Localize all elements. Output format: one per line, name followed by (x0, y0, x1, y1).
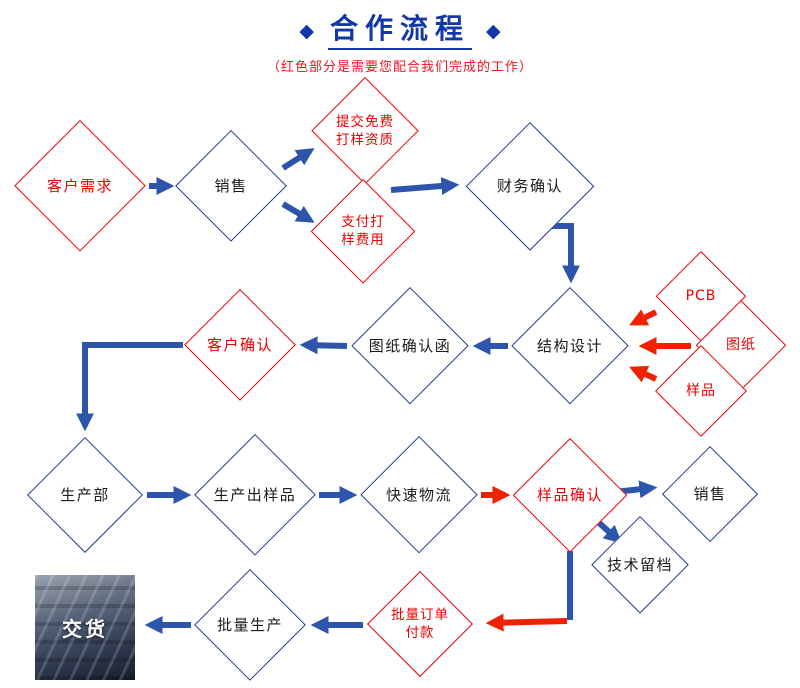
node-label: 销售 (214, 176, 248, 195)
node-label: 快速物流 (385, 485, 452, 504)
node-drawing-confirm-letter: 图纸确认函 (351, 287, 469, 405)
node-label: 客户需求 (46, 176, 113, 195)
node-label: 图纸 (726, 336, 756, 353)
node-label: 生产部 (60, 485, 110, 504)
node-customer-confirm: 客户确认 (184, 289, 296, 401)
node-submit-free-sample: 提交免费 打样资质 (311, 77, 419, 185)
node-drawing: 图纸 (696, 300, 786, 390)
node-label: 技术留档 (606, 555, 673, 574)
diamond-icon: ◆ (299, 20, 314, 43)
node-sales-top: 销售 (175, 130, 287, 242)
node-pcb: PCB (656, 251, 746, 341)
node-label: 生产出样品 (213, 485, 297, 504)
node-structure-design: 结构设计 (511, 287, 629, 405)
node-label: 支付打 样费用 (341, 213, 385, 248)
arrow-pcb-to-structure-design (629, 309, 658, 326)
node-pay-sample-fee: 支付打 样费用 (311, 179, 415, 283)
page-title: 合作流程 (327, 13, 472, 50)
arrow-customer-confirm-to-production-dept (76, 342, 183, 432)
node-label: 样品 (686, 382, 716, 399)
delivery-photo: 交货 (35, 575, 135, 680)
node-label: 财务确认 (496, 176, 563, 195)
node-sample-confirm: 样品确认 (513, 438, 627, 552)
node-label: 客户确认 (206, 335, 273, 354)
node-label: 批量生产 (216, 615, 283, 634)
node-production-dept: 生产部 (27, 437, 143, 553)
node-label: 结构设计 (536, 336, 603, 355)
node-label: 样品确认 (536, 485, 603, 504)
arrow-drawing-letter-to-customer-confirm (299, 336, 348, 355)
node-sales-bottom: 销售 (662, 446, 758, 542)
node-label: 提交免费 打样资质 (336, 113, 394, 148)
arrow-sales-to-submit-free-sample (281, 148, 315, 171)
delivery-label: 交货 (62, 617, 108, 641)
diamond-icon: ◆ (486, 20, 501, 43)
node-sample: 样品 (655, 345, 747, 437)
arrow-sample-to-structure-design (629, 366, 658, 383)
arrow-down-to-batch-order-payment (485, 613, 568, 632)
subtitle-note: （红色部分是需要您配合我们完成的工作） (266, 60, 533, 75)
node-mass-production: 批量生产 (194, 569, 306, 681)
node-produce-sample: 生产出样品 (194, 434, 316, 556)
node-label: 销售 (693, 484, 727, 503)
node-fast-logistics: 快速物流 (360, 436, 478, 554)
node-batch-order-payment: 批量订单 付款 (367, 571, 473, 677)
arrow-sales-to-pay-sample-fee (281, 201, 315, 223)
node-label: 图纸确认函 (368, 336, 452, 355)
node-finance-confirm: 财务确认 (466, 122, 594, 250)
node-label: PCB (685, 287, 717, 304)
title-row: ◆ 合作流程 ◆ (0, 13, 800, 50)
node-tech-archive: 技术留档 (591, 516, 689, 614)
node-customer-needs: 客户需求 (14, 120, 146, 252)
node-label: 批量订单 付款 (391, 606, 449, 641)
